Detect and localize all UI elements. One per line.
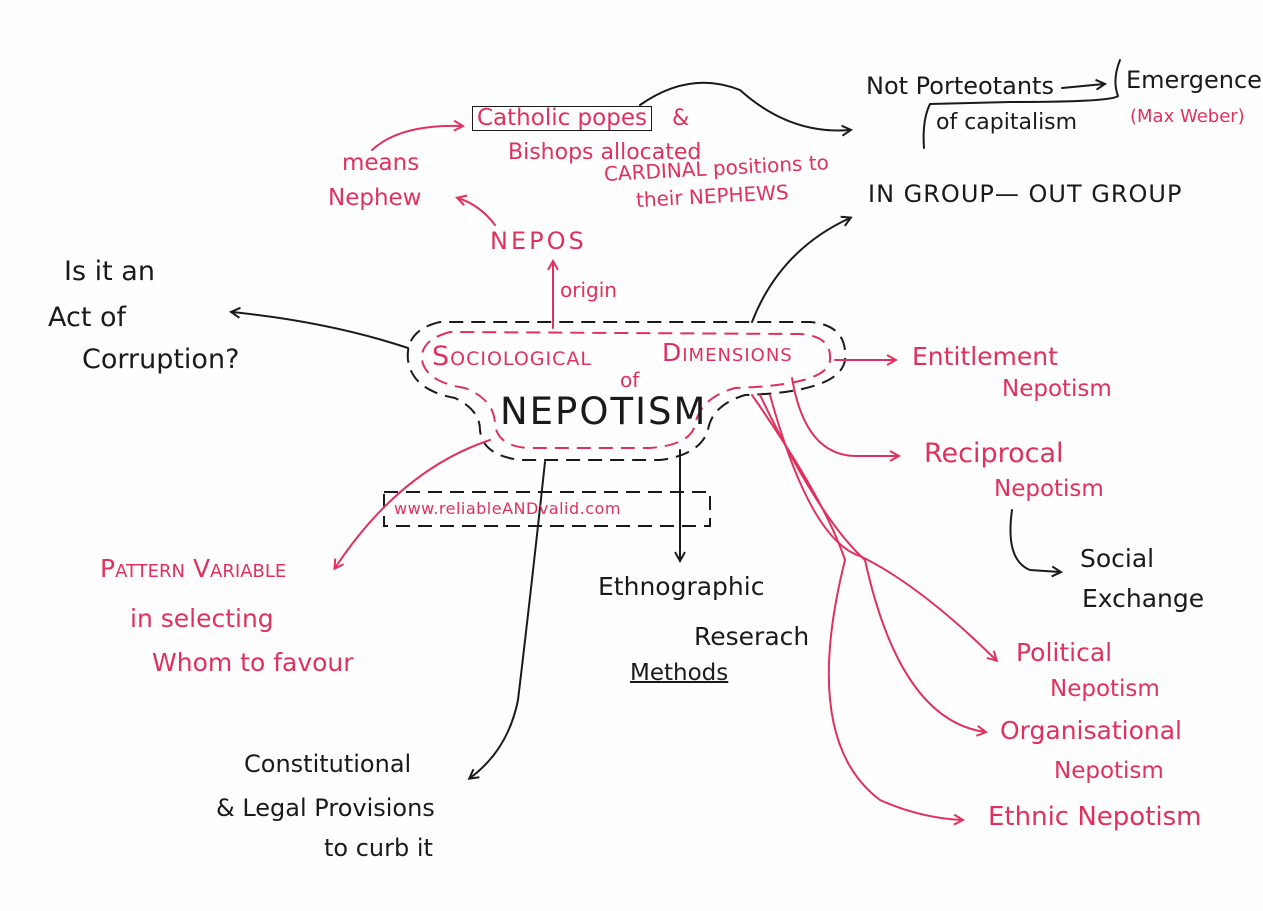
- watermark-box: [383, 491, 711, 527]
- center-title-main: Nepotism: [500, 390, 708, 433]
- emergence-bracket: [922, 59, 1121, 149]
- organisational-line1: Organisational: [1000, 716, 1182, 745]
- corruption-line3: Corruption?: [82, 344, 240, 375]
- entitlement-line2: Nepotism: [1002, 376, 1112, 402]
- emergence-text: Emergence: [1126, 66, 1262, 94]
- center-to-organisational-arrow: [759, 394, 985, 732]
- origin-label: origin: [560, 278, 617, 302]
- center-title-part-a: Sociological: [432, 341, 592, 372]
- weber-text: (Max Weber): [1130, 106, 1245, 127]
- means-to-catholic-arrow: [371, 126, 462, 151]
- entitlement-line1: Entitlement: [912, 342, 1058, 371]
- ingroup-outgroup-text: IN GROUP— OUT GROUP: [868, 180, 1183, 208]
- center-to-ingroup-arrow: [751, 218, 850, 323]
- legal-line2: & Legal Provisions: [216, 794, 435, 822]
- center-outline-inner: [420, 330, 832, 449]
- center-title-of: of: [620, 368, 640, 392]
- center-to-reciprocal-arrow: [791, 377, 898, 456]
- organisational-line2: Nepotism: [1054, 758, 1164, 784]
- legal-line1: Constitutional: [244, 750, 412, 778]
- ethno-line3: Methods: [630, 660, 729, 686]
- legal-line3: to curb it: [324, 834, 433, 862]
- center-outline-outer: [406, 321, 847, 461]
- corruption-line1: Is it an: [64, 256, 155, 287]
- political-line2: Nepotism: [1050, 676, 1160, 702]
- social-line2: Exchange: [1082, 584, 1205, 613]
- reciprocal-to-social-arrow: [1009, 509, 1060, 572]
- not-protestants-text: Not Porteotants: [866, 72, 1054, 100]
- corruption-line2: Act of: [48, 302, 127, 333]
- catholic-amp: &: [672, 106, 690, 131]
- political-line1: Political: [1016, 638, 1113, 667]
- ethnic-text: Ethnic Nepotism: [988, 802, 1202, 832]
- capitalism-text: of capitalism: [936, 110, 1078, 135]
- reciprocal-line1: Reciprocal: [924, 438, 1064, 469]
- means-label: means: [342, 150, 420, 176]
- watermark-text: www.reliableANDvalid.com: [394, 499, 621, 518]
- pattern-line3: Whom to favour: [152, 648, 354, 677]
- nepos-word: NEPOS: [490, 227, 587, 255]
- catholic-to-protestants-arrow: [639, 81, 850, 131]
- center-title-part-b: Dimensions: [662, 338, 793, 367]
- social-line1: Social: [1080, 544, 1155, 573]
- nepos-to-nephew-arrow: [458, 198, 496, 226]
- reciprocal-line2: Nepotism: [994, 476, 1104, 502]
- catholic-popes-box: Catholic popes: [472, 106, 652, 131]
- pattern-line1: Pattern Variable: [100, 554, 287, 583]
- center-to-corruption-arrow: [232, 312, 409, 349]
- pattern-line2: in selecting: [130, 604, 274, 633]
- center-to-ethnic-arrow: [751, 394, 962, 820]
- ethno-line1: Ethnographic: [598, 572, 765, 601]
- protestants-to-emergence-arrow: [1061, 84, 1104, 88]
- center-to-pattern-arrow: [335, 439, 491, 568]
- ethno-line2: Reserach: [694, 622, 810, 651]
- center-to-political-arrow: [769, 394, 996, 660]
- bishops-text: Bishops allocated: [508, 140, 702, 165]
- nephew-label: Nephew: [328, 185, 422, 211]
- center-to-legal-arrow: [470, 461, 546, 778]
